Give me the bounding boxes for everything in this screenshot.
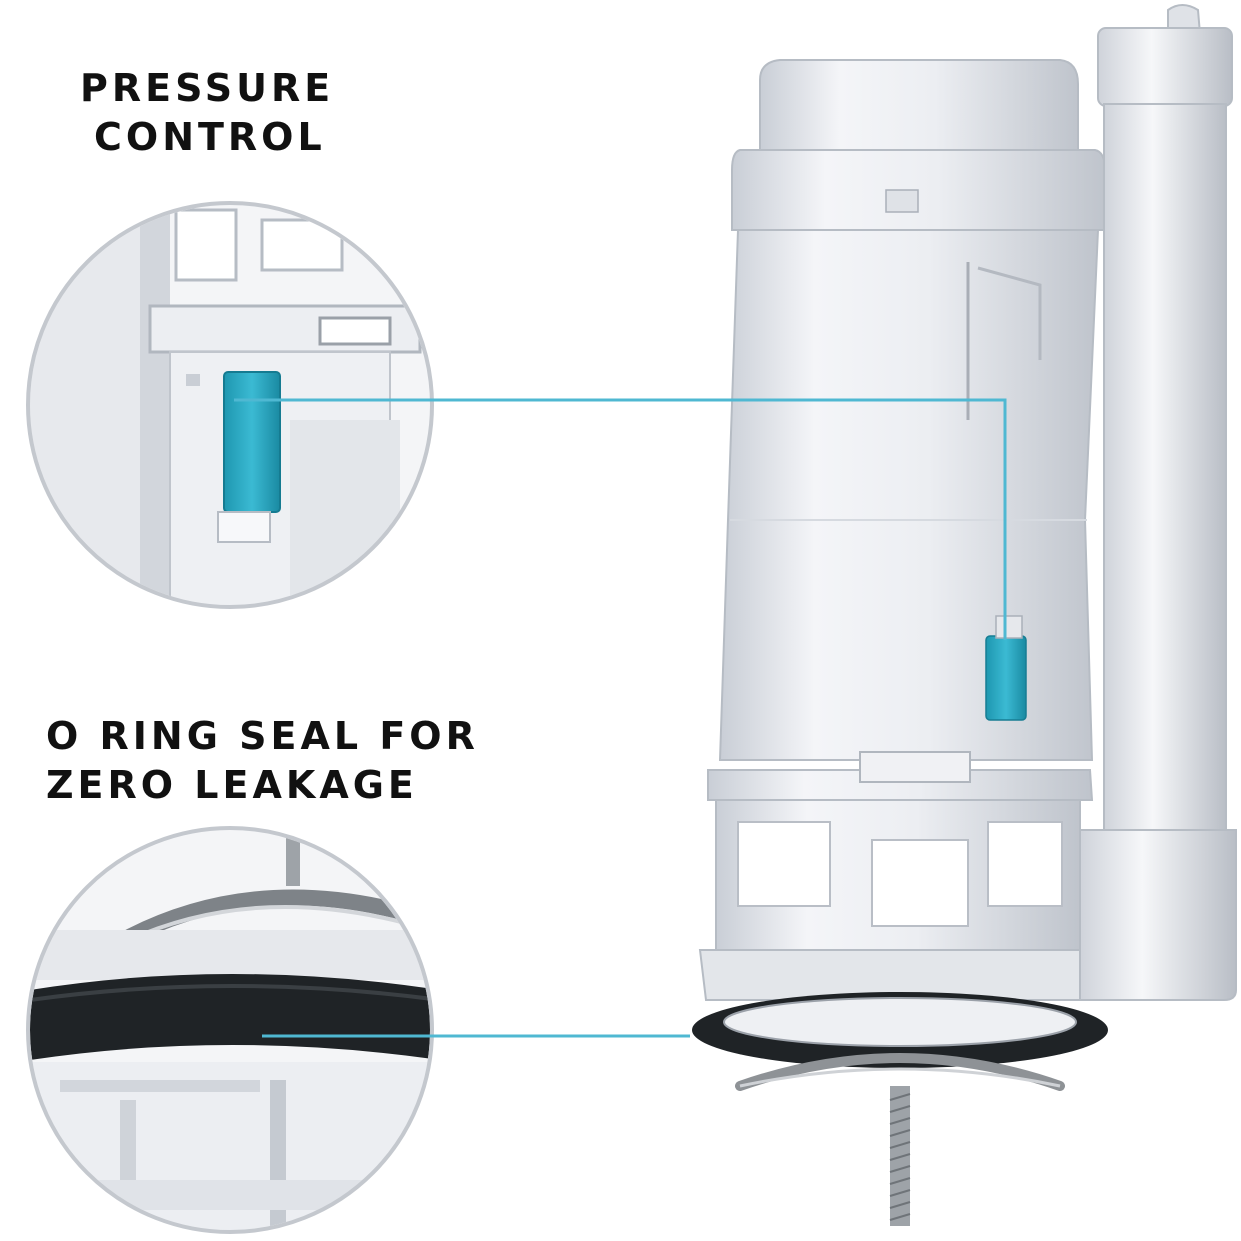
pressure-control-line-2: CONTROL	[94, 115, 326, 160]
oring-seal-label: O RING SEAL FOR ZERO LEAKAGE	[46, 712, 479, 811]
pressure-control-label: PRESSURE CONTROL	[80, 64, 334, 163]
overflow-tube	[1079, 4, 1237, 1001]
pressure-zoom-circle	[26, 201, 434, 609]
valve-body	[692, 59, 1112, 1226]
oring-seal-line-2: ZERO LEAKAGE	[46, 763, 418, 808]
oring-zoom-circle	[26, 826, 434, 1234]
leader-lines	[234, 398, 1007, 1038]
oring-seal-line-1: O RING SEAL FOR	[46, 714, 479, 758]
pressure-control-line-1: PRESSURE	[80, 66, 335, 110]
